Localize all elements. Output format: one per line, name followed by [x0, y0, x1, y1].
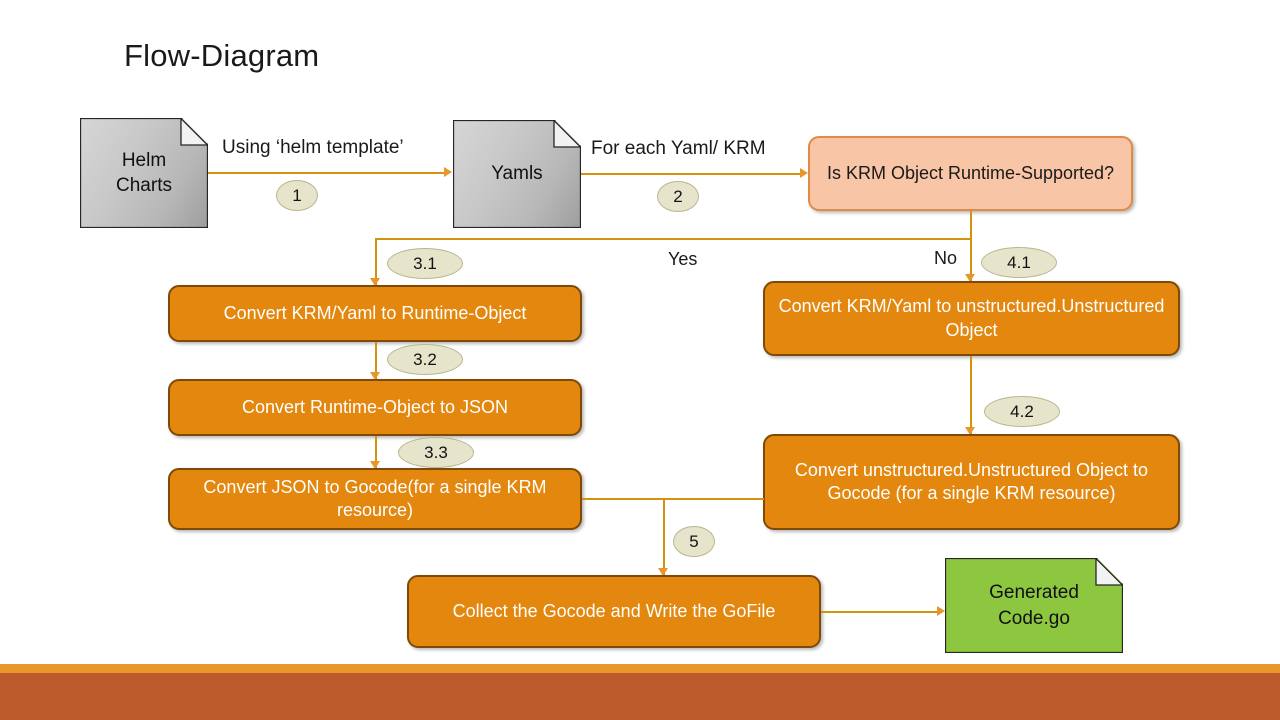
edge-label-yamls-to-decision: For each Yaml/ KRM: [591, 138, 766, 159]
node-step-3-1[interactable]: Convert KRM/Yaml to Runtime-Object: [168, 285, 582, 342]
node-step-4-2[interactable]: Convert unstructured.Unstructured Object…: [763, 434, 1180, 530]
yamls-label: Yamls: [453, 120, 581, 228]
step-4-1-label: Convert KRM/Yaml to unstructured.Unstruc…: [778, 296, 1165, 340]
connector-4-1-to-4-2: [970, 356, 972, 434]
yamls-text: Yamls: [491, 163, 543, 185]
node-step-3-2[interactable]: Convert Runtime-Object to JSON: [168, 379, 582, 436]
callout-3-2-label: 3.2: [413, 349, 437, 369]
arrowhead-step-5: [658, 568, 668, 576]
connector-3-1-to-3-2: [375, 342, 377, 379]
footer-stripe: [0, 664, 1280, 673]
node-yamls[interactable]: Yamls: [453, 120, 581, 228]
node-generated-code[interactable]: Generated Code.go: [945, 558, 1123, 653]
step-3-1-label: Convert KRM/Yaml to Runtime-Object: [223, 302, 527, 323]
arrowhead-3-2: [370, 372, 380, 380]
arrowhead-4-2: [965, 427, 975, 435]
callout-1: 1: [276, 180, 318, 211]
connector-step-5-drop: [663, 498, 665, 575]
callout-5: 5: [673, 526, 715, 557]
callout-2: 2: [657, 181, 699, 212]
footer-band: [0, 673, 1280, 720]
callout-3-2: 3.2: [387, 344, 463, 375]
connector-yes-branch: [375, 238, 971, 240]
arrowhead-yes-branch: [370, 278, 380, 286]
node-step-3-3[interactable]: Convert JSON to Gocode(for a single KRM …: [168, 468, 582, 530]
arrowhead-helm-to-yamls: [444, 167, 452, 177]
arrowhead-3-3: [370, 461, 380, 469]
generated-code-label: Generated Code.go: [945, 558, 1123, 653]
edge-label-helm-to-yamls: Using ‘helm template’: [222, 137, 404, 158]
page-title: Flow-Diagram: [124, 38, 320, 73]
step-4-2-label: Convert unstructured.Unstructured Object…: [794, 459, 1149, 503]
arrowhead-no-branch: [965, 274, 975, 282]
step-3-3-label: Convert JSON to Gocode(for a single KRM …: [203, 476, 547, 520]
node-helm-charts[interactable]: Helm Charts: [80, 118, 208, 228]
connector-3-2-to-3-3: [375, 436, 377, 468]
generated-code-text: Generated Code.go: [989, 582, 1079, 629]
helm-charts-label: Helm Charts: [80, 118, 208, 228]
callout-3-3: 3.3: [398, 437, 474, 468]
node-step-4-1[interactable]: Convert KRM/Yaml to unstructured.Unstruc…: [763, 281, 1180, 356]
connector-helm-to-yamls: [208, 172, 445, 174]
node-decision-krm-runtime-supported[interactable]: Is KRM Object Runtime-Supported?: [808, 136, 1133, 211]
callout-1-label: 1: [292, 185, 302, 205]
connector-decision-stem: [970, 211, 972, 281]
decision-label: Is KRM Object Runtime-Supported?: [826, 162, 1115, 183]
callout-5-label: 5: [689, 531, 699, 551]
connector-yes-drop: [375, 238, 377, 285]
callout-3-1: 3.1: [387, 248, 463, 279]
step-5-label: Collect the Gocode and Write the GoFile: [452, 600, 776, 621]
connector-merge-to-step-5: [582, 498, 764, 500]
callout-4-2-label: 4.2: [1010, 401, 1034, 421]
callout-2-label: 2: [673, 186, 683, 206]
callout-3-3-label: 3.3: [424, 442, 448, 462]
callout-4-1: 4.1: [981, 247, 1057, 278]
node-step-5[interactable]: Collect the Gocode and Write the GoFile: [407, 575, 821, 648]
arrowhead-yamls-to-decision: [800, 168, 808, 178]
branch-label-yes: Yes: [668, 249, 698, 269]
connector-step-5-to-output: [821, 611, 939, 613]
connector-yamls-to-decision: [581, 173, 801, 175]
arrowhead-output: [937, 606, 945, 616]
helm-charts-line1: Helm Charts: [116, 149, 172, 196]
callout-4-2: 4.2: [984, 396, 1060, 427]
step-3-2-label: Convert Runtime-Object to JSON: [241, 396, 509, 417]
callout-4-1-label: 4.1: [1007, 252, 1031, 272]
callout-3-1-label: 3.1: [413, 253, 437, 273]
branch-label-no: No: [934, 248, 958, 268]
